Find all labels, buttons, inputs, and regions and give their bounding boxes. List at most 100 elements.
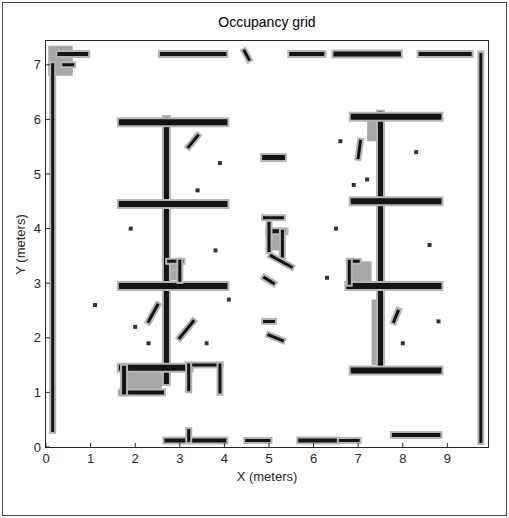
occupied-wall (268, 223, 271, 250)
wall-halo (394, 431, 439, 439)
occupied-cell (325, 276, 329, 280)
y-tick-label: 2 (34, 330, 41, 345)
occupied-wall (122, 119, 225, 125)
uncertain-area (126, 371, 162, 390)
occupied-wall (265, 155, 283, 160)
occupied-wall (189, 136, 198, 147)
y-axis-label: Y (meters) (13, 214, 28, 274)
wall-halo (269, 335, 282, 340)
occupied-cell (401, 341, 405, 345)
x-tick-label: 3 (176, 451, 183, 466)
occupied-cell (414, 150, 418, 154)
x-tick (269, 443, 270, 447)
occupied-wall (244, 51, 248, 59)
x-tick (402, 443, 403, 447)
wall-halo (336, 49, 398, 58)
occupied-wall (122, 283, 225, 289)
occupied-wall (358, 141, 360, 157)
occupied-wall (162, 52, 224, 56)
x-tick (358, 443, 359, 447)
figure-frame (3, 3, 507, 516)
occupied-wall (265, 216, 283, 219)
occupancy-cells (48, 46, 481, 442)
occupied-wall (187, 365, 190, 390)
wall-halo (265, 278, 274, 283)
wall-halo (122, 117, 225, 127)
wall-halo (189, 362, 220, 369)
occupied-wall (349, 283, 438, 289)
wall-halo (64, 61, 73, 68)
wall-halo (279, 231, 286, 256)
y-tick-label: 1 (34, 385, 41, 400)
wall-halo (291, 50, 322, 58)
wall-halo (394, 311, 398, 322)
wall-halo (216, 365, 223, 392)
y-tick-label: 6 (34, 112, 41, 127)
x-axis-label: X (meters) (237, 469, 298, 484)
wall-halo (340, 437, 358, 444)
wall-halo (265, 318, 274, 325)
y-tick-label: 3 (34, 276, 41, 291)
y-tick (46, 64, 50, 65)
occupied-wall (247, 439, 269, 442)
occupied-wall (166, 438, 224, 442)
wall-halo (180, 321, 193, 337)
wall-halo (300, 436, 336, 444)
wall-halo (185, 431, 192, 441)
y-tick (46, 119, 50, 120)
occupied-wall (149, 305, 158, 321)
wall-halo (162, 119, 171, 381)
y-tick-label: 0 (34, 440, 41, 455)
wall-halo (354, 366, 439, 376)
occupied-wall (354, 114, 439, 120)
occupied-wall (218, 365, 221, 392)
wall-halo (477, 54, 484, 442)
wall-halo (162, 50, 224, 58)
wall-halo (122, 281, 225, 291)
occupied-wall (354, 198, 439, 204)
occupied-wall (269, 335, 282, 340)
occupied-wall (187, 431, 190, 441)
occupied-cell (213, 248, 217, 252)
occupied-cell (436, 319, 440, 323)
wall-halo (349, 281, 438, 291)
y-tick (46, 174, 50, 175)
wall-halo (185, 365, 192, 390)
x-tick-label: 6 (310, 451, 317, 466)
occupied-cell (129, 227, 133, 231)
y-tick-label: 4 (34, 221, 41, 236)
occupied-cell (218, 161, 222, 165)
occupied-cell (147, 341, 151, 345)
wall-halo (265, 153, 283, 162)
y-tick (46, 228, 50, 229)
occupied-wall (64, 63, 73, 66)
occupied-cell (338, 139, 342, 143)
wall-halo (247, 437, 269, 444)
x-tick (224, 443, 225, 447)
wall-halo (49, 65, 56, 431)
x-tick (90, 443, 91, 447)
occupied-cell (428, 243, 432, 247)
y-tick (46, 447, 50, 448)
wall-halo (266, 223, 273, 250)
wall-halo (189, 136, 198, 147)
x-tick-label: 4 (221, 451, 228, 466)
y-tick (46, 337, 50, 338)
x-tick (447, 443, 448, 447)
occupied-cell (352, 183, 356, 187)
occupied-wall (265, 278, 274, 283)
occupied-wall (291, 52, 322, 56)
occupied-wall (394, 311, 398, 322)
occupied-wall (189, 364, 220, 367)
occupied-wall (265, 320, 274, 323)
occupied-wall (394, 433, 439, 437)
occupied-wall (59, 52, 86, 56)
occupied-cell (205, 341, 209, 345)
wall-halo (358, 141, 360, 157)
wall-halo (166, 436, 224, 444)
x-tick-label: 7 (355, 451, 362, 466)
y-tick (46, 392, 50, 393)
occupied-cell (93, 303, 97, 307)
axis-ticks (46, 65, 447, 447)
